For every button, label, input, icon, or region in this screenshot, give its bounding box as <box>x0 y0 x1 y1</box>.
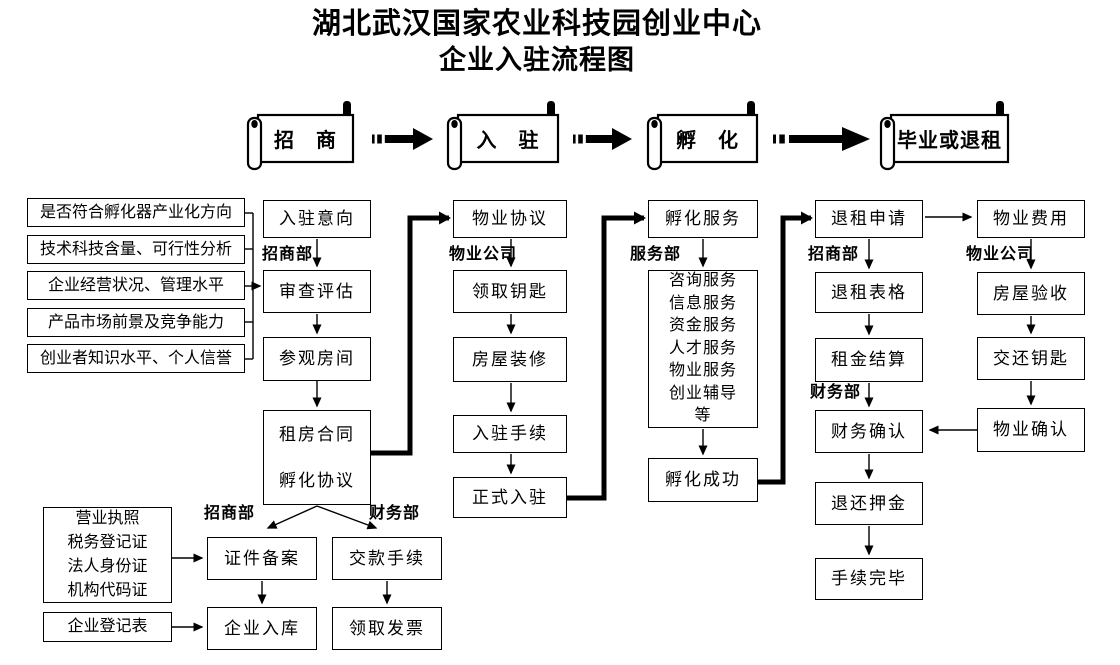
node-incubation-service: 孵化服务 <box>648 200 758 238</box>
node-enterprise-registration-form: 企业登记表 <box>43 612 172 642</box>
phase-banner-biye: 毕业或退租 <box>897 130 1002 152</box>
node-license-documents: 营业执照 税务登记证 法人身份证 机构代码证 <box>43 507 172 603</box>
dept-label-intake: 招商部 <box>262 246 314 263</box>
node-return-keys: 交还钥匙 <box>977 337 1085 380</box>
dept-label-service: 服务部 <box>630 246 682 263</box>
scroll-shape-1 <box>246 101 355 171</box>
node-finance-confirm: 财务确认 <box>815 410 923 453</box>
node-lease-exit-apply: 退租申请 <box>815 200 923 238</box>
thick-elbow-connectors <box>371 211 813 501</box>
node-property-confirm: 物业确认 <box>977 408 1085 452</box>
node-property-fee: 物业费用 <box>977 200 1085 238</box>
criteria-box-1: 是否符合孵化器产业化方向 <box>27 198 245 227</box>
node-review-assess: 审查评估 <box>263 270 371 313</box>
scroll-shape-4 <box>879 101 1010 171</box>
title-line-2: 企业入驻流程图 <box>439 45 635 75</box>
dept-label-finance: 财务部 <box>810 384 862 401</box>
node-certificate-filing: 证件备案 <box>207 537 317 580</box>
node-enterprise-storage: 企业入库 <box>207 607 317 650</box>
title-line-1: 湖北武汉国家农业科技园创业中心 <box>311 8 762 40</box>
criteria-bracket <box>245 212 254 360</box>
criteria-box-4: 产品市场前景及竞争能力 <box>27 308 245 337</box>
dept-label-exit-intake: 招商部 <box>808 246 860 263</box>
node-service-items: 咨询服务 信息服务 资金服务 人才服务 物业服务 创业辅导 等 <box>648 270 758 428</box>
page-title: 湖北武汉国家农业科技园创业中心 企业入驻流程图 <box>0 6 1074 78</box>
node-get-keys: 领取钥匙 <box>453 270 567 313</box>
scroll-shape-2 <box>446 101 560 171</box>
node-rent-settlement: 租金结算 <box>815 338 923 382</box>
dept-label-reg-finance: 财务部 <box>369 505 421 522</box>
node-house-inspection: 房屋验收 <box>977 272 1085 315</box>
scroll-shape-3 <box>646 101 759 171</box>
node-lease-exit-form: 退租表格 <box>815 272 923 313</box>
phase-banner-zhaoshang: 招 商 <box>274 130 337 152</box>
flow-arrows <box>172 212 1036 632</box>
node-move-in-intent: 入驻意向 <box>263 200 371 238</box>
node-deposit-refund: 退还押金 <box>815 482 923 525</box>
node-move-in-procedure: 入驻手续 <box>453 415 567 453</box>
node-property-agreement: 物业协议 <box>453 200 567 238</box>
dept-label-property-exit: 物业公司 <box>966 246 1035 263</box>
node-lease-incubation-agreement: 租房合同 孵化协议 <box>263 410 371 505</box>
striped-arrow-icons <box>372 127 870 151</box>
phase-banner-fuhua: 孵 化 <box>676 130 739 152</box>
node-procedure-complete: 手续完毕 <box>815 558 923 600</box>
node-official-move-in: 正式入驻 <box>453 477 567 518</box>
node-receive-invoice: 领取发票 <box>332 607 442 650</box>
striped-arrow-icon-3 <box>773 127 870 151</box>
dept-label-property-in: 物业公司 <box>449 246 518 263</box>
node-incubation-success: 孵化成功 <box>648 458 758 502</box>
node-visit-rooms: 参观房间 <box>263 337 371 381</box>
node-renovation: 房屋装修 <box>453 337 567 382</box>
striped-arrow-icon-2 <box>573 128 632 150</box>
criteria-box-3: 企业经营状况、管理水平 <box>27 271 245 300</box>
dept-label-reg-intake: 招商部 <box>204 505 256 522</box>
criteria-box-2: 技术科技含量、可行性分析 <box>27 235 245 264</box>
node-payment-procedure: 交款手续 <box>332 537 442 580</box>
phase-banner-shapes <box>246 101 1010 171</box>
phase-banner-ruzhu: 入 驻 <box>476 130 540 152</box>
criteria-box-5: 创业者知识水平、个人信誉 <box>27 344 245 373</box>
striped-arrow-icon-1 <box>372 128 433 150</box>
